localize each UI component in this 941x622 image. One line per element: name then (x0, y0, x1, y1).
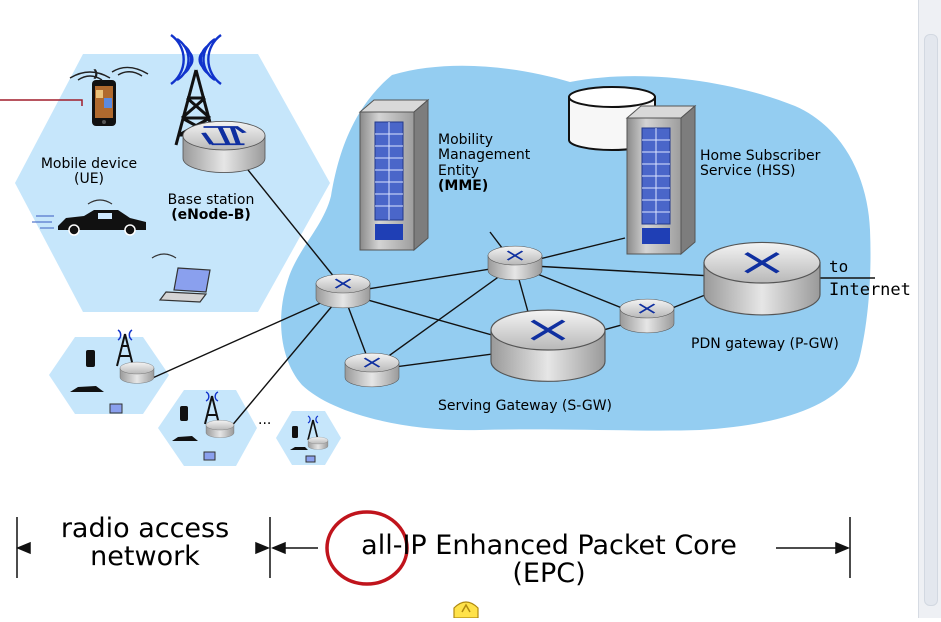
ran-span-label: radio access network (36, 513, 254, 573)
pointer-icon (453, 601, 479, 619)
car-icon (32, 199, 146, 236)
sgw-label: Serving Gateway (S-GW) (438, 398, 613, 414)
ran-small-2-devices (172, 391, 235, 461)
epc-span-line2: (EPC) (512, 558, 586, 590)
mme-label-line1: Mobility (438, 132, 493, 148)
phone-radio-waves-icon: ) (69, 66, 149, 81)
span-brackets (16, 517, 851, 578)
to-label: to (829, 257, 849, 276)
hss-server-icon (625, 104, 697, 256)
router-icon-left (315, 273, 371, 309)
mme-label: Mobility Management Entity (MME) (438, 132, 531, 195)
laptop-icon (151, 253, 211, 303)
annotation-circle (325, 510, 409, 586)
ran-small-1-devices (70, 329, 155, 414)
router-icon-center (487, 245, 543, 281)
hss-label-line2: Service (HSS) (700, 163, 796, 180)
ue-label-line1: Mobile device (40, 156, 138, 172)
epc-span-line1: all-IP Enhanced Packet Core (361, 530, 737, 561)
scrollbar-thumb[interactable] (924, 34, 938, 606)
ue-label-line2: (UE) (73, 171, 105, 188)
ue-label: Mobile device (UE) (26, 156, 152, 188)
pgw-label: PDN gateway (P-GW) (691, 336, 839, 352)
pgw-router-icon (703, 241, 821, 316)
more-ran-ellipsis: ... (258, 412, 272, 428)
ran-small-3-devices (290, 415, 329, 463)
router-icon-right (619, 298, 675, 334)
router-icon-lower-left (344, 352, 400, 388)
base-station-label: Base station (eNode-B) (150, 192, 272, 224)
epc-span-label: all-IP Enhanced Packet Core (EPC) (326, 530, 772, 590)
vertical-scrollbar[interactable] (918, 0, 941, 618)
ran-span-line2: network (90, 541, 200, 573)
ran-hexagon-small-1 (49, 337, 169, 414)
hss-label: Home Subscriber Service (HSS) (700, 148, 821, 180)
phone-icon (92, 80, 116, 126)
mme-label-line2: Management (438, 147, 531, 164)
bs-label-line2: (eNode-B) (171, 207, 251, 224)
pointer-line (0, 99, 83, 106)
svg-text:): ) (94, 70, 98, 80)
ran-span-line1: radio access (60, 513, 230, 544)
hss-label-line1: Home Subscriber (700, 148, 821, 164)
mme-label-line4: (MME) (438, 178, 489, 195)
mme-server-icon (358, 98, 430, 252)
radio-waves-icon (170, 34, 222, 85)
enodeb-router-icon (182, 120, 266, 173)
internet-label: Internet (829, 280, 911, 300)
bs-label-line1: Base station (167, 192, 255, 208)
sgw-router-icon (490, 309, 606, 382)
mme-label-line3: Entity (438, 162, 479, 179)
